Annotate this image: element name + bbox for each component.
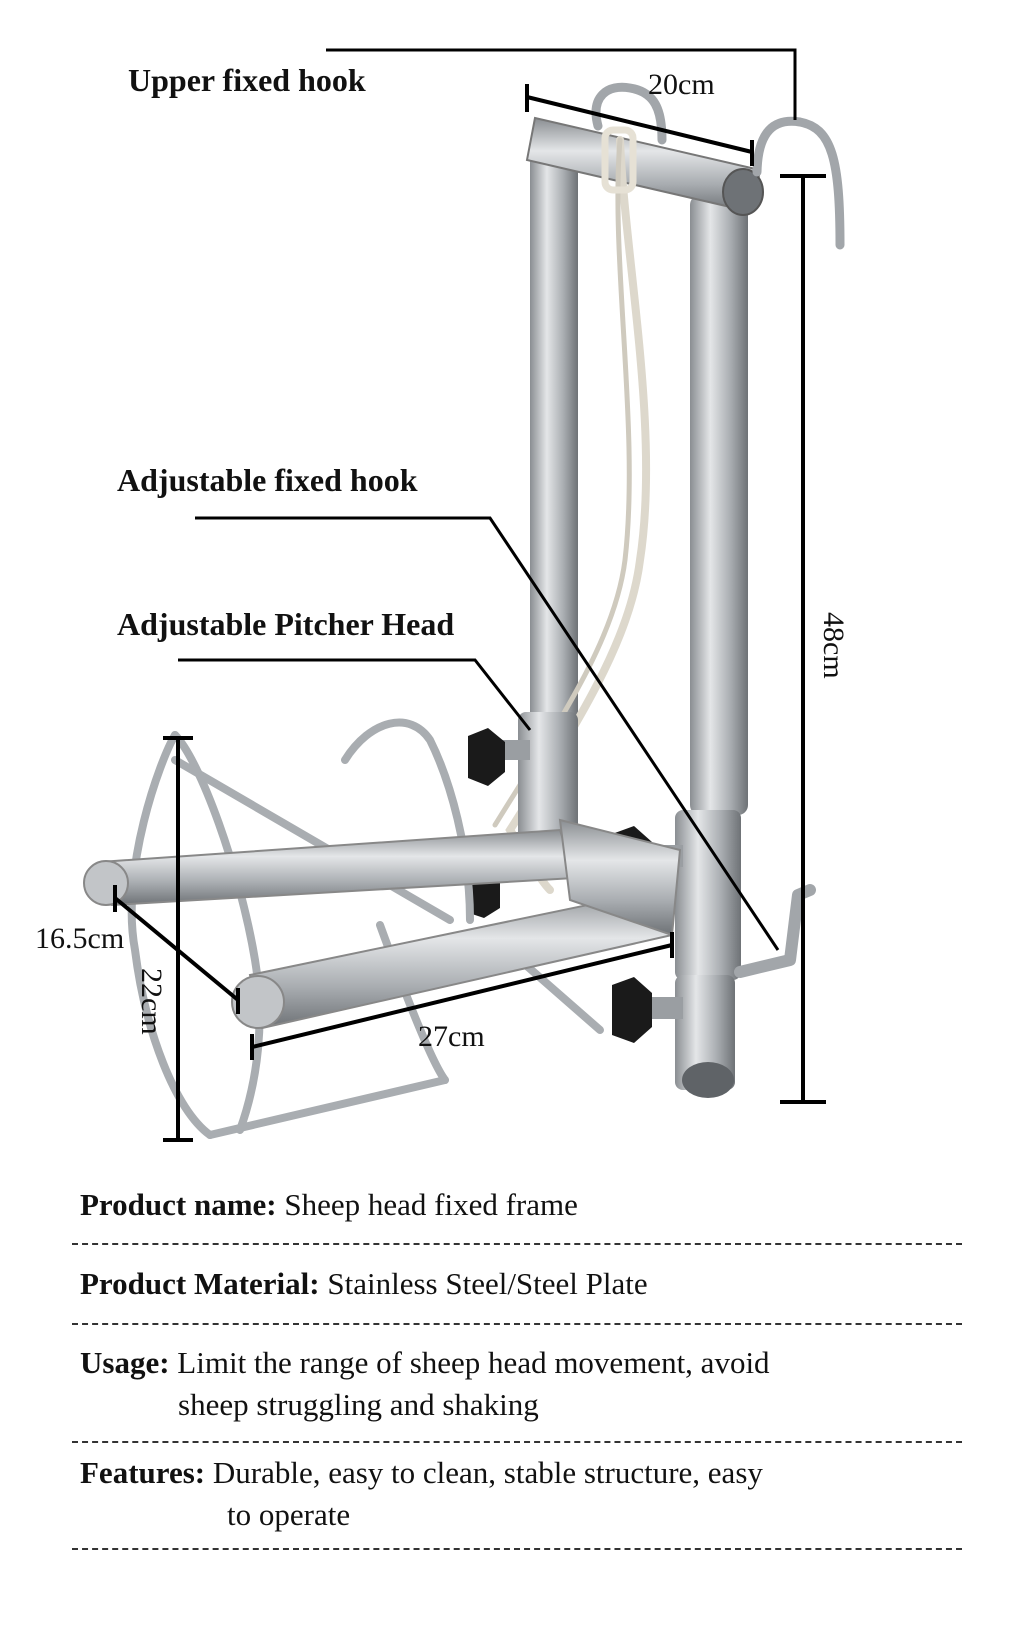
dim-label-base-length: 27cm [418, 1020, 485, 1053]
knob-icon-1 [468, 728, 530, 786]
leader-adjustable-hook [195, 516, 780, 951]
spec-label: Product name: [80, 1187, 277, 1222]
upper-hook-right [752, 116, 845, 250]
spec-value-continued: to operate [227, 1497, 351, 1532]
divider [72, 1243, 962, 1245]
divider [72, 1441, 962, 1443]
callout-adjustable-fixed-hook: Adjustable fixed hook [117, 462, 418, 498]
spec-product-name: Product name: Sheep head fixed frame [80, 1184, 960, 1226]
dim-label-base-depth: 16.5cm [35, 922, 125, 955]
crossbar-end-cap [722, 168, 764, 216]
dim-line-base-depth [113, 896, 240, 1002]
dim-label-base-height: 22cm [135, 968, 168, 1035]
knob-icon-3 [612, 977, 683, 1043]
dim-label-top-width: 20cm [648, 68, 715, 101]
spec-label: Usage: [80, 1345, 170, 1380]
spec-usage: Usage: Limit the range of sheep head mov… [80, 1342, 960, 1426]
leader-upper-hook [326, 48, 797, 120]
callout-upper-fixed-hook: Upper fixed hook [128, 62, 366, 98]
dimension-lines [113, 84, 826, 1142]
adjustable-parts [466, 712, 816, 1098]
base-cage [127, 718, 604, 1139]
leader-lines [178, 48, 797, 951]
spec-value: Durable, easy to clean, stable structure… [212, 1455, 763, 1490]
spec-value: Stainless Steel/Steel Plate [327, 1266, 648, 1301]
spec-features: Features: Durable, easy to clean, stable… [80, 1452, 960, 1536]
spec-value-continued: sheep struggling and shaking [178, 1387, 539, 1422]
dim-line-top-width [526, 95, 753, 154]
dim-label-height: 48cm [817, 612, 850, 679]
right-sleeve-lower [675, 975, 735, 1090]
rope-loop [601, 126, 637, 194]
spec-label: Features: [80, 1455, 206, 1490]
base-rods [83, 818, 682, 1030]
divider [72, 1548, 962, 1550]
product-illustration [83, 48, 845, 1142]
dim-line-base-length [251, 943, 673, 1049]
divider [72, 1323, 962, 1325]
spec-value: Limit the range of sheep head movement, … [177, 1345, 770, 1380]
right-sleeve [675, 810, 741, 980]
callout-adjustable-pitcher-head: Adjustable Pitcher Head [117, 606, 455, 642]
spec-value: Sheep head fixed frame [284, 1187, 578, 1222]
leader-pitcher-head [178, 658, 532, 731]
spec-label: Product Material: [80, 1266, 320, 1301]
left-upright-tube [530, 150, 578, 740]
spec-product-material: Product Material: Stainless Steel/Steel … [80, 1263, 960, 1305]
right-upright-tube [690, 195, 748, 815]
upper-hook-left [591, 82, 667, 145]
rear-rod [98, 828, 577, 907]
adjustable-hook [734, 884, 816, 978]
